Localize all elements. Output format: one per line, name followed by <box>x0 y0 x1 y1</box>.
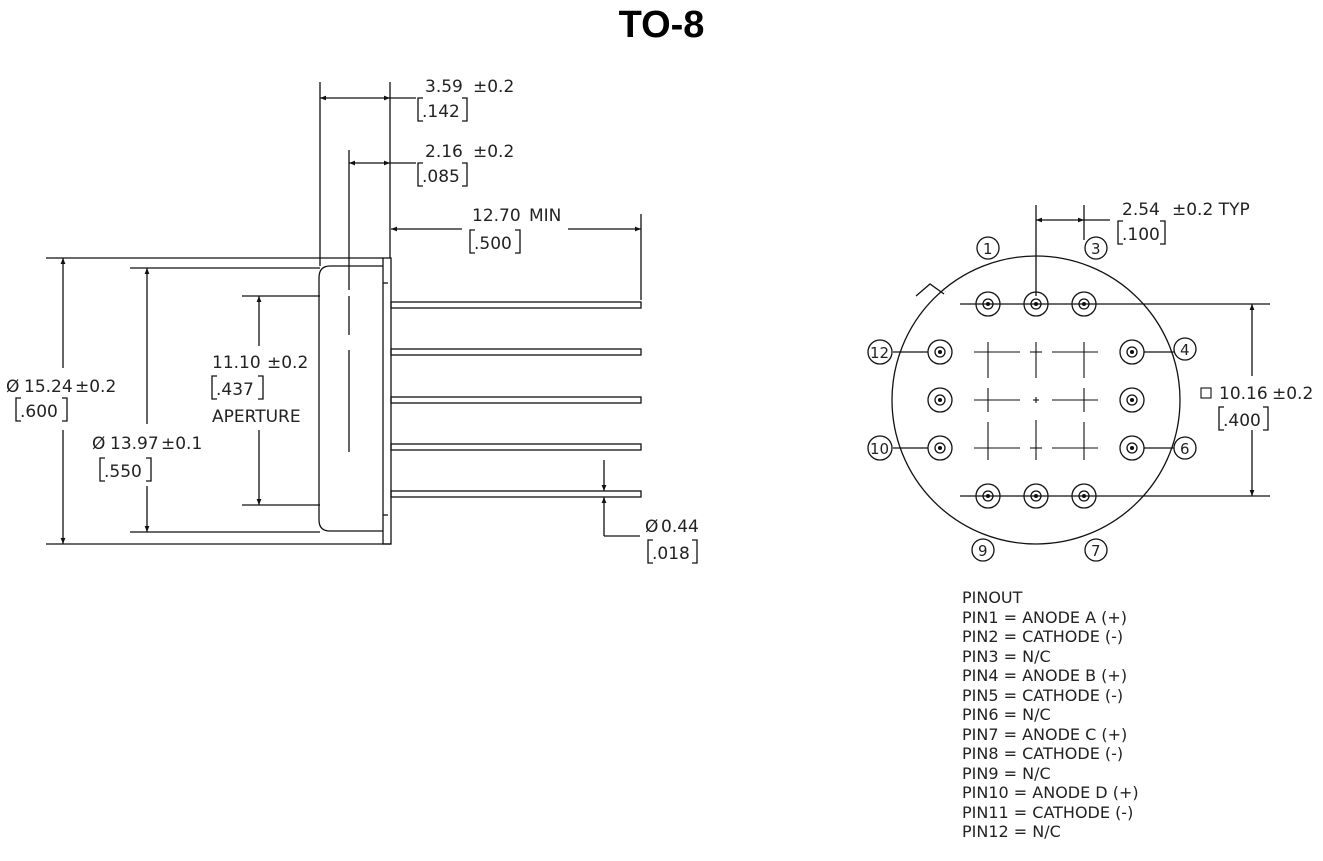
pinout-line: PIN8 = CATHODE (-) <box>962 744 1124 763</box>
dim-13.97-value: 13.97 <box>110 434 159 454</box>
pinout-line: PIN6 = N/C <box>962 705 1051 724</box>
side-view-brackets <box>15 97 698 564</box>
pin <box>1071 483 1097 509</box>
pin <box>1071 291 1097 317</box>
dim-12.70-tol: MIN <box>529 206 561 226</box>
dim-0.44-symbol: Ø <box>645 517 658 537</box>
pin <box>927 339 953 365</box>
pin-label-4: 4 <box>1180 341 1190 359</box>
dim-2.54-tol: ±0.2 TYP <box>1172 200 1250 220</box>
pinout-line: PIN10 = ANODE D (+) <box>962 783 1139 802</box>
pinout-line: PIN4 = ANODE B (+) <box>962 666 1128 685</box>
dim-3.59-tol: ±0.2 <box>473 77 514 97</box>
dim-10.16-value: 10.16 <box>1219 384 1268 404</box>
pin <box>1023 291 1049 317</box>
dim-15.24-symbol: Ø <box>6 377 19 397</box>
pin <box>1119 435 1145 461</box>
orientation-tab <box>915 283 945 297</box>
aperture-label: APERTURE <box>212 407 301 427</box>
dim-3.59-inch: .142 <box>422 102 460 122</box>
center-lines <box>974 342 1098 460</box>
pin-label-7: 7 <box>1091 542 1101 560</box>
pinout-line: PIN7 = ANODE C (+) <box>962 724 1128 744</box>
dim-0.44-inch: .018 <box>652 544 690 564</box>
pinout-line: PIN12 = N/C <box>962 822 1061 841</box>
pin <box>975 483 1001 509</box>
pinout-table: PINOUT PIN1 = ANODE A (+) PIN2 = CATHODE… <box>962 588 1139 842</box>
dim-11.10-value: 11.10 <box>212 353 261 373</box>
bottom-view <box>867 205 1270 562</box>
dim-10.16-tol: ±0.2 <box>1272 384 1313 404</box>
pin <box>1023 483 1049 509</box>
side-view-dimensions: 3.59 ±0.2 .142 2.16 ±0.2 .085 12.70 MIN … <box>6 77 699 564</box>
side-view <box>46 82 642 545</box>
dim-15.24-value: 15.24 <box>24 377 73 397</box>
pinout-line: PIN9 = N/C <box>962 763 1051 783</box>
pin <box>927 435 953 461</box>
dim-11.10-tol: ±0.2 <box>267 353 308 373</box>
dim-13.97-symbol: Ø <box>92 434 105 454</box>
dim-15.24-inch: .600 <box>20 402 58 422</box>
pinout-line: PIN1 = ANODE A (+) <box>962 607 1128 627</box>
pinout-line: PIN3 = N/C <box>962 646 1051 666</box>
dim-10.16-inch: .400 <box>1223 411 1261 431</box>
dim-13.97-tol: ±0.1 <box>161 434 202 454</box>
dim-11.10-inch: .437 <box>216 380 254 400</box>
dim-2.16-tol: ±0.2 <box>473 142 514 162</box>
dim-3.59-value: 3.59 <box>425 77 463 97</box>
dim-15.24-tol: ±0.2 <box>75 377 116 397</box>
dim-2.54-value: 2.54 <box>1122 200 1160 220</box>
can-body <box>318 265 383 532</box>
dim-2.54-inch: .100 <box>1122 225 1160 245</box>
pin <box>1119 339 1145 365</box>
pin-label-12: 12 <box>870 344 889 362</box>
dim-0.44-value: 0.44 <box>661 517 699 537</box>
header-flange <box>382 257 392 545</box>
dim-2.16-value: 2.16 <box>425 142 463 162</box>
dim-12.70-inch: .500 <box>474 234 512 254</box>
pin-label-10: 10 <box>870 440 889 458</box>
pin-label-6: 6 <box>1180 440 1190 458</box>
pin <box>975 291 1001 317</box>
pin-label-3: 3 <box>1091 240 1101 258</box>
pin-label-9: 9 <box>978 542 988 560</box>
pinout-line: PIN5 = CATHODE (-) <box>962 685 1124 705</box>
pinout-line: PIN11 = CATHODE (-) <box>962 802 1134 822</box>
dim-12.70-value: 12.70 <box>472 206 521 226</box>
pin <box>1119 387 1145 413</box>
drawing-title: TO-8 <box>618 4 705 46</box>
bottom-view-labels: 1 3 4 6 7 9 10 12 2.54 ±0.2 TYP .100 10.… <box>870 200 1313 560</box>
dim-2.16-inch: .085 <box>422 167 460 187</box>
pinout-line: PIN2 = CATHODE (-) <box>962 627 1124 646</box>
pinout-heading: PINOUT <box>962 588 1023 607</box>
leads <box>390 301 642 498</box>
pin-label-1: 1 <box>983 240 993 258</box>
pin <box>927 387 953 413</box>
dim-13.97-inch: .550 <box>104 462 142 482</box>
